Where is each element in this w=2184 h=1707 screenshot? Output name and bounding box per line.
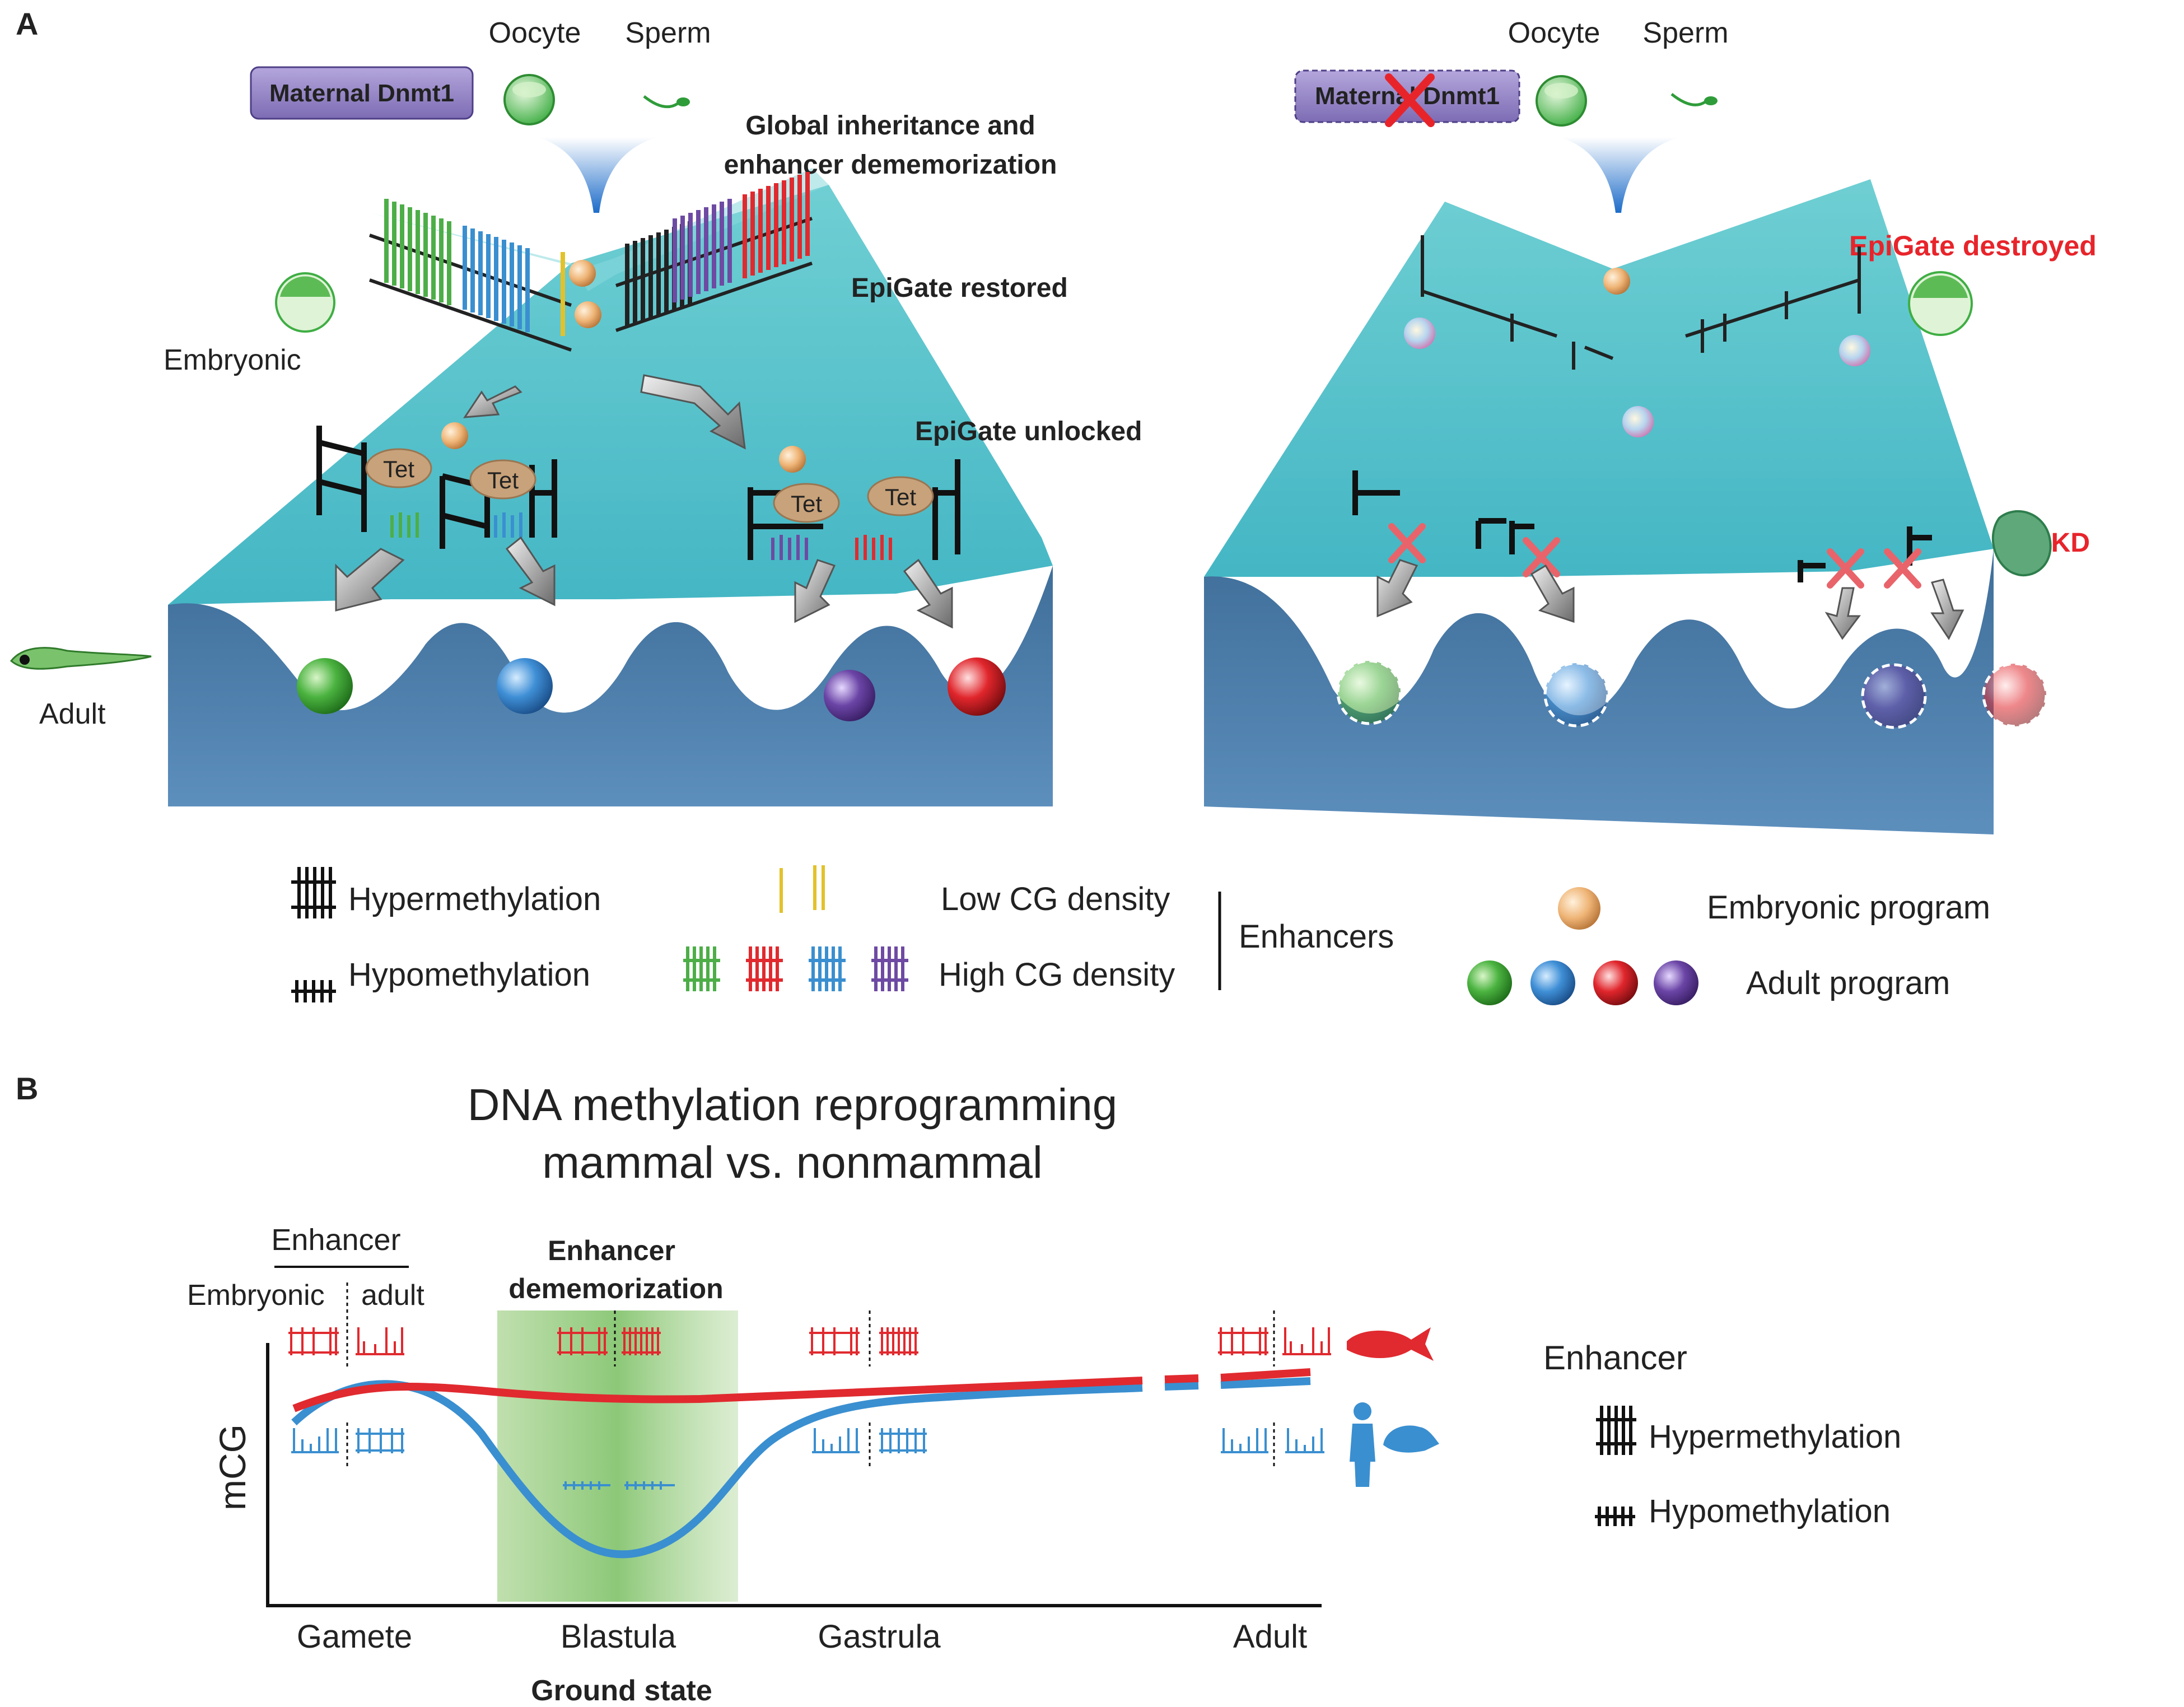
blue-enhancer-icons	[291, 1428, 1324, 1490]
x-tick-blastula: Blastula	[561, 1619, 676, 1655]
embryonic-label: Embryonic	[164, 344, 301, 376]
left-funnel	[538, 137, 658, 213]
sperm-label-left: Sperm	[625, 17, 711, 49]
tet-label-2: Tet	[487, 467, 519, 493]
dememorization-label-1: Enhancer	[548, 1235, 675, 1266]
mouse-icon	[1383, 1425, 1439, 1453]
tet-label-4: Tet	[885, 484, 916, 510]
right-top-broken-fence	[1421, 235, 1861, 370]
left-top-fence	[369, 172, 813, 352]
human-icon	[1350, 1402, 1375, 1487]
low-cg-icon	[780, 865, 825, 913]
right-lower-fences	[1352, 470, 1932, 582]
legend-high-cg-label: High CG density	[939, 957, 1175, 993]
left-landscape-ridge	[370, 168, 829, 291]
adult-ball-green	[297, 658, 353, 714]
fish-icon	[1347, 1327, 1434, 1361]
sperm-head-left	[676, 97, 690, 106]
oocyte-label-right: Oocyte	[1508, 17, 1600, 49]
tet-enzyme-3: Tet	[773, 483, 840, 523]
global-inheritance-label-2: enhancer dememorization	[724, 150, 1057, 180]
adult-label: Adult	[39, 698, 106, 730]
adult-program-legend-balls	[1467, 960, 1698, 1005]
embryonic-program-balls	[441, 260, 1630, 473]
epigate-restored-label: EpiGate restored	[851, 273, 1068, 303]
panel-b-letter: B	[16, 1071, 38, 1106]
enhancer-adult-label: adult	[361, 1279, 424, 1312]
right-funnel	[1560, 137, 1680, 213]
panel-b-title-1: DNA methylation reprogramming	[468, 1080, 1117, 1130]
legend-hypo-label: Hypomethylation	[348, 957, 590, 993]
legend-enhancers-label: Enhancers	[1239, 918, 1394, 955]
tet-label-1: Tet	[383, 456, 414, 482]
tet-label-3: Tet	[791, 491, 822, 517]
legend-hyper-label: Hypermethylation	[348, 881, 601, 917]
tet-enzyme-4: Tet	[867, 476, 934, 516]
legend-low-cg-label: Low CG density	[941, 881, 1170, 917]
epigate-unlocked-label: EpiGate unlocked	[915, 417, 1142, 446]
enhancer-dividers	[346, 1282, 1275, 1467]
sperm-head-right	[1704, 96, 1718, 105]
right-cross-marks	[1388, 523, 1921, 589]
red-enhancer-icons	[288, 1327, 1331, 1355]
panel-b-legend-title: Enhancer	[1543, 1339, 1687, 1377]
oocyte-icon-right	[1536, 75, 1587, 127]
enhancer-embryonic-label: Embryonic	[187, 1279, 325, 1312]
left-lower-fences	[316, 426, 960, 560]
nonmammal-curve	[292, 1368, 1311, 1412]
maternal-dnmt1-badge	[250, 66, 474, 120]
right-pink-balls	[1404, 318, 1870, 437]
panel-b-hypo-icon	[1595, 1507, 1635, 1526]
panel-b-title-2: mammal vs. nonmammal	[542, 1137, 1043, 1187]
right-landscape	[1204, 179, 1994, 834]
x-tick-gamete: Gamete	[297, 1619, 412, 1655]
larva-icon	[10, 647, 152, 670]
hyper-fence-icon	[291, 867, 336, 918]
oocyte-icon-left	[503, 74, 555, 125]
panel-b-legend-hypo: Hypomethylation	[1649, 1493, 1891, 1529]
sperm-label-right: Sperm	[1642, 17, 1728, 49]
embryo-icon-right	[1908, 271, 1973, 336]
left-lower-stripes	[390, 512, 892, 560]
legend-embryonic-program-label: Embryonic program	[1707, 889, 1990, 926]
epigate-destroyed-label: EpiGate destroyed	[1849, 230, 2097, 262]
sperm-icon-left	[643, 95, 679, 109]
left-arrows	[335, 374, 953, 629]
adult-ball-red	[948, 657, 1006, 716]
right-landscape-surface	[1204, 179, 1994, 577]
high-cg-icons	[683, 946, 908, 991]
knockdown-cross-icon	[1385, 73, 1435, 127]
maternal-dnmt1-badge-label: Maternal Dnmt1	[269, 80, 454, 107]
sperm-icon-right	[1670, 93, 1706, 106]
adult-ball-purple	[824, 670, 875, 721]
enhancer-header: Enhancer	[271, 1223, 400, 1257]
panel-a-letter: A	[16, 6, 38, 41]
mkd-embryo-icon	[1991, 510, 2052, 577]
panel-b-legend-hyper: Hypermethylation	[1649, 1419, 1901, 1455]
right-arrows	[1376, 559, 1964, 640]
hypo-fence-icon	[291, 980, 336, 1002]
adult-ball-blue	[497, 658, 553, 714]
right-landscape-front	[1204, 549, 1994, 834]
right-adult-balls	[1336, 659, 2048, 729]
global-inheritance-label-1: Global inheritance and	[745, 111, 1035, 141]
tet-enzyme-2: Tet	[469, 459, 536, 500]
left-landscape-front	[168, 566, 1053, 806]
x-tick-adult: Adult	[1233, 1619, 1307, 1655]
legend-adult-program-label: Adult program	[1746, 965, 1950, 1001]
dememorization-label-2: dememorization	[508, 1273, 723, 1304]
tet-enzyme-1: Tet	[365, 448, 432, 488]
embryo-icon-left	[275, 272, 335, 333]
mammal-curve	[291, 1377, 1311, 1559]
y-axis-label: mCG	[212, 1424, 253, 1510]
ground-state-label: Ground state	[531, 1675, 712, 1707]
x-tick-gastrula: Gastrula	[818, 1619, 941, 1655]
embryonic-program-legend-ball	[1558, 887, 1600, 930]
panel-b-hyper-icon	[1596, 1406, 1636, 1455]
left-landscape-surface	[168, 185, 1053, 605]
oocyte-label-left: Oocyte	[489, 17, 581, 49]
